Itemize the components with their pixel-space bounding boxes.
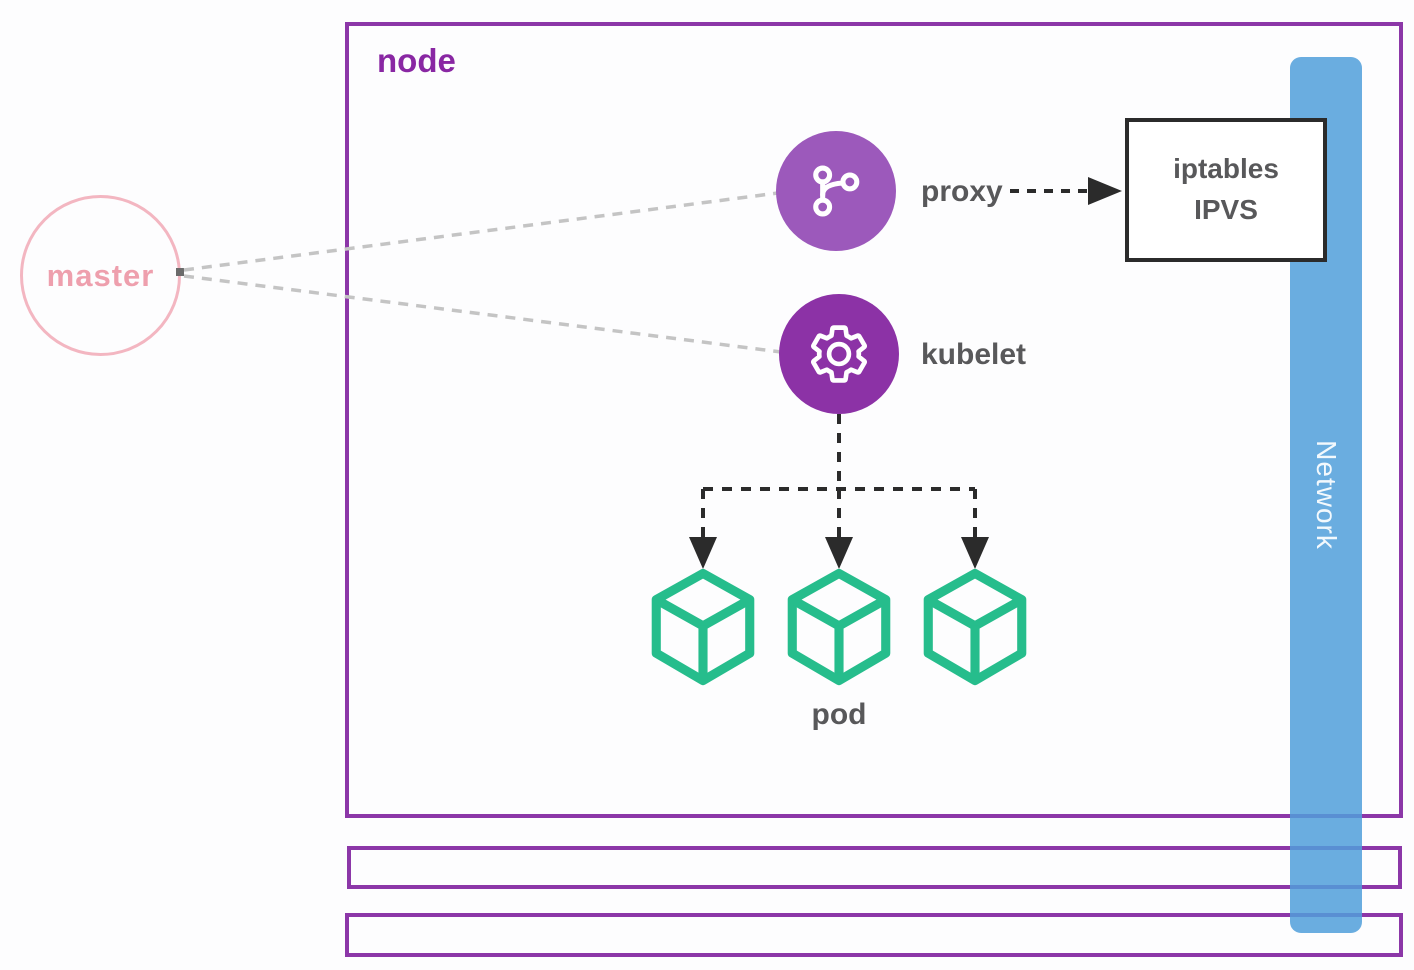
kubelet-node bbox=[779, 294, 899, 414]
node-box-stacked-1 bbox=[347, 846, 1402, 889]
iptables-ipvs-box: iptables IPVS bbox=[1125, 118, 1327, 262]
pod-cube-icon bbox=[787, 568, 891, 686]
pod-cube-icon bbox=[651, 568, 755, 686]
proxy-label: proxy bbox=[921, 175, 1003, 208]
node-label: node bbox=[377, 42, 456, 79]
pod-label: pod bbox=[811, 698, 867, 731]
master-node: master bbox=[20, 195, 181, 356]
master-label: master bbox=[46, 257, 155, 293]
proxy-node bbox=[776, 131, 896, 251]
node-box-stacked-2 bbox=[345, 913, 1403, 957]
gear-icon bbox=[810, 325, 868, 383]
iptables-label: iptables bbox=[1173, 153, 1279, 185]
node-box: node bbox=[345, 22, 1403, 818]
pod-cube-icon bbox=[923, 568, 1027, 686]
kubelet-label: kubelet bbox=[921, 338, 1027, 371]
ipvs-label: IPVS bbox=[1194, 194, 1258, 225]
git-branch-icon bbox=[813, 165, 860, 217]
network-label: Network bbox=[1311, 440, 1343, 550]
